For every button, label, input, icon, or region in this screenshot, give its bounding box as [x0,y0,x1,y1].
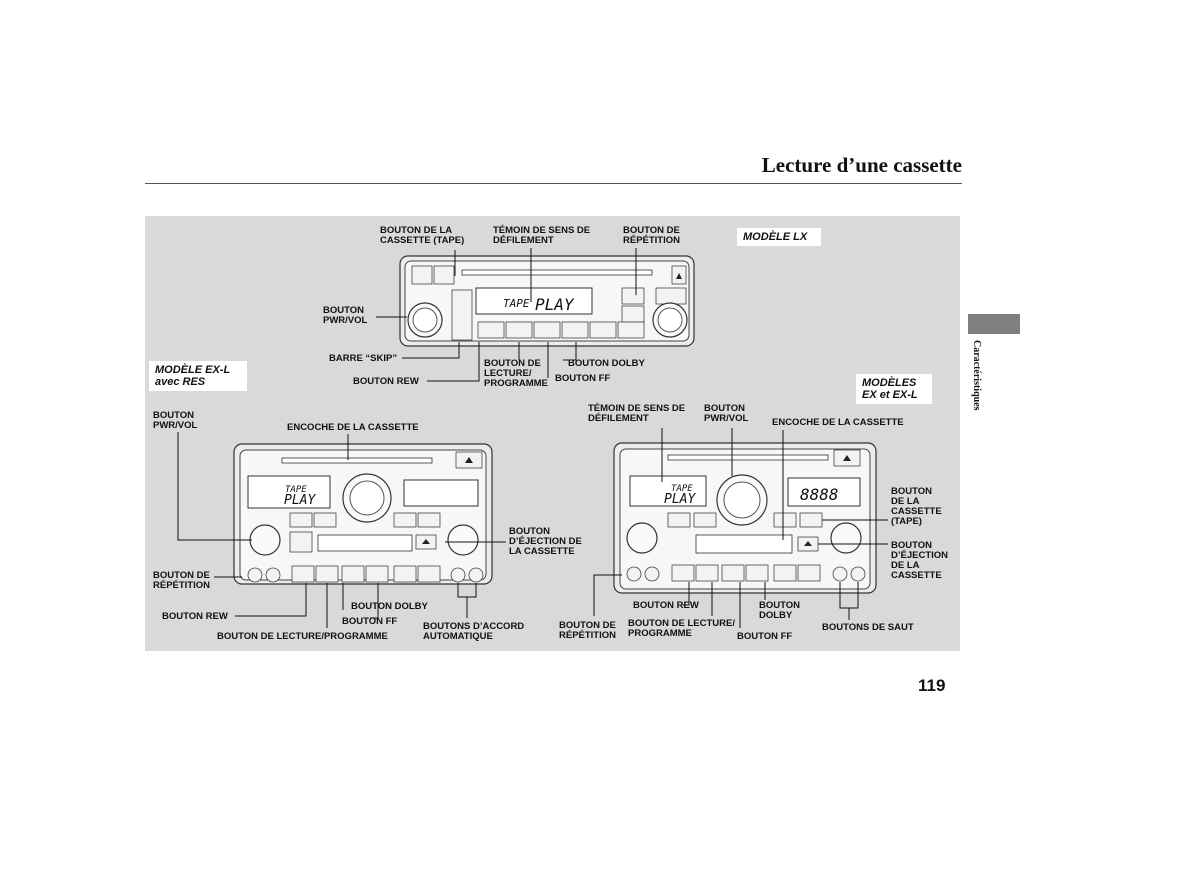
exl-display-play: PLAY [284,493,316,508]
page-title: Lecture d’une cassette [761,153,962,177]
lx-label-rew: BOUTON REW [353,376,419,387]
ex-label-ff: BOUTON FF [737,631,793,642]
model-tag-exl-res: MODÈLE EX-L avec RES [149,361,247,391]
lx-display-tape: TAPE [503,297,530,310]
lx-radio-unit: TAPE PLAY [399,255,695,347]
lx-label-dolby: BOUTON DOLBY [568,358,645,369]
lx-label-repeat-button: BOUTON DE RÉPÉTITION [623,225,681,246]
model-tag-ex-exl: MODÈLES EX et EX-L [856,374,932,404]
ex-label-eject: BOUTON D’ÉJECTION DE LA CASSETTE [891,540,949,581]
title-divider [145,183,962,184]
ex-display-clock: 8888 [800,485,839,504]
ex-label-repeat: BOUTON DE RÉPÉTITION [559,620,617,641]
lx-label-tape-button: BOUTON DE LA CASSETTE (TAPE) [380,225,465,246]
lx-display-play: PLAY [535,295,575,314]
lx-label-direction-indicator: TÉMOIN DE SENS DE DÉFILEMENT [493,225,591,246]
exl-display-tape: TAPE [285,485,307,495]
ex-radio-unit: TAPE PLAY 8888 [613,442,877,594]
exl-label-slot: ENCOCHE DE LA CASSETTE [287,422,419,433]
exl-radio-unit: TAPE PLAY [233,443,493,585]
exl-label-repeat: BOUTON DE RÉPÉTITION [153,570,211,591]
model-tag-lx: MODÈLE LX [737,228,821,246]
ex-leader-lines [593,428,888,628]
exl-label-play-prog: BOUTON DE LECTURE/PROGRAMME [217,631,388,642]
ex-display-play: PLAY [664,492,696,507]
exl-label-dolby: BOUTON DOLBY [351,601,428,612]
ex-label-tape: BOUTON DE LA CASSETTE (TAPE) [891,486,942,527]
lx-leader-lines [376,248,637,382]
exl-label-rew: BOUTON REW [162,611,228,622]
exl-label-pwr-vol: BOUTON PWR/VOL [153,410,198,431]
lx-label-ff: BOUTON FF [555,373,611,384]
ex-label-pwr-vol: BOUTON PWR/VOL [704,403,749,424]
ex-label-dolby: BOUTON DOLBY [759,600,800,621]
ex-label-slot: ENCOCHE DE LA CASSETTE [772,417,904,428]
ex-label-direction-indicator: TÉMOIN DE SENS DE DÉFILEMENT [588,403,686,424]
section-tab [968,314,1020,334]
exl-leader-lines [177,432,506,628]
exl-label-auto-tune: BOUTONS D’ACCORD AUTOMATIQUE [423,621,525,642]
lx-label-skip-bar: BARRE “SKIP” [329,353,398,364]
lx-label-play-prog: BOUTON DE LECTURE/ PROGRAMME [484,358,548,389]
ex-label-play-prog: BOUTON DE LECTURE/ PROGRAMME [628,618,735,639]
ex-label-skip: BOUTONS DE SAUT [822,622,914,633]
ex-display-tape: TAPE [671,484,693,494]
lx-label-pwr-vol: BOUTON PWR/VOL [323,305,368,326]
page-number: 119 [918,676,946,695]
exl-label-ff: BOUTON FF [342,616,398,627]
exl-label-eject: BOUTON D’ÉJECTION DE LA CASSETTE [509,526,582,557]
ex-label-rew: BOUTON REW [633,600,699,611]
